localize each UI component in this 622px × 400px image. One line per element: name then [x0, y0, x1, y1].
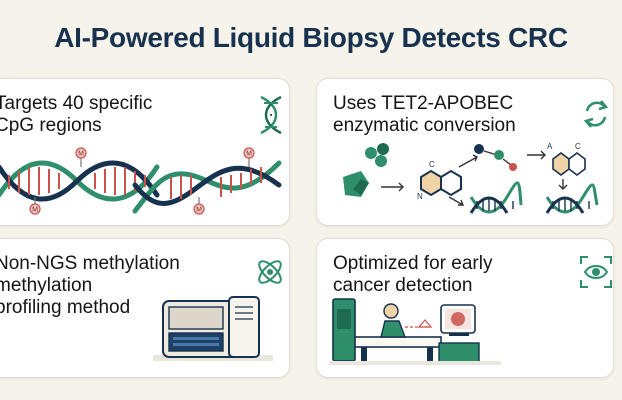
- methylation-marker: M: [193, 197, 205, 215]
- lab-instrument-illustration: [153, 296, 273, 361]
- dna-helix-left: [0, 160, 160, 202]
- card-non-ngs-profiling: Non-NGS methylation methylation profilin…: [0, 238, 290, 378]
- card-enzymatic-conversion: Uses TET2-APOBEC enzymatic conversion C …: [316, 78, 614, 226]
- cytosine-ring: C N: [417, 160, 462, 201]
- dna-icon: [260, 95, 282, 135]
- svg-text:N: N: [417, 192, 423, 201]
- card-early-line-1: Optimized for early: [333, 253, 493, 274]
- svg-text:M: M: [78, 151, 84, 158]
- conversion-pathway-illustration: C N A C: [343, 142, 599, 214]
- dna-helix-right: [132, 160, 282, 214]
- card-cpg-text: Targets 40 specific CpG regions: [0, 93, 152, 137]
- card-non-ngs-line-3: profiling method: [0, 297, 131, 318]
- card-non-ngs-text: Non-NGS methylation methylation profilin…: [0, 253, 180, 319]
- card-enzymatic-line-2: enzymatic conversion: [333, 115, 516, 136]
- card-non-ngs-line-1: Non-NGS methylation: [0, 253, 180, 274]
- atom-icon: [258, 260, 282, 284]
- card-non-ngs-line-2: methylation: [0, 275, 93, 296]
- enzyme-molecule: [343, 143, 389, 197]
- svg-text:M: M: [246, 151, 252, 158]
- card-enzymatic-line-1: Uses TET2-APOBEC: [333, 93, 514, 114]
- dna-fragment: [545, 183, 599, 214]
- page-title: AI-Powered Liquid Biopsy Detects CRC: [54, 22, 568, 53]
- dna-helix-illustration: M M M M: [0, 147, 282, 215]
- card-cpg-line-2: CpG regions: [0, 115, 102, 136]
- card-early-text: Optimized for early cancer detection: [333, 253, 492, 297]
- converted-base-ring: A C: [547, 142, 586, 176]
- oxidized-base-molecule: [474, 144, 517, 171]
- card-cpg-targets: Targets 40 specific CpG regions: [0, 78, 290, 226]
- svg-text:C: C: [429, 160, 435, 169]
- card-cpg-line-1: Targets 40 specific: [0, 93, 153, 114]
- methylation-marker: M: [243, 147, 255, 167]
- card-early-line-2: cancer detection: [333, 275, 473, 296]
- svg-text:C: C: [575, 142, 581, 151]
- card-early-detection: Optimized for early cancer detection: [316, 238, 614, 378]
- dna-fragment: [469, 181, 523, 214]
- methylation-marker: M: [29, 197, 41, 215]
- svg-text:M: M: [196, 207, 202, 214]
- eye-scan-icon: [580, 256, 612, 288]
- clinic-scan-illustration: [329, 298, 501, 365]
- svg-text:A: A: [547, 142, 553, 151]
- card-enzymatic-text: Uses TET2-APOBEC enzymatic conversion: [333, 93, 516, 137]
- methylation-marker: M: [75, 147, 87, 167]
- refresh-cycle-icon: [583, 100, 609, 128]
- svg-text:M: M: [32, 207, 38, 214]
